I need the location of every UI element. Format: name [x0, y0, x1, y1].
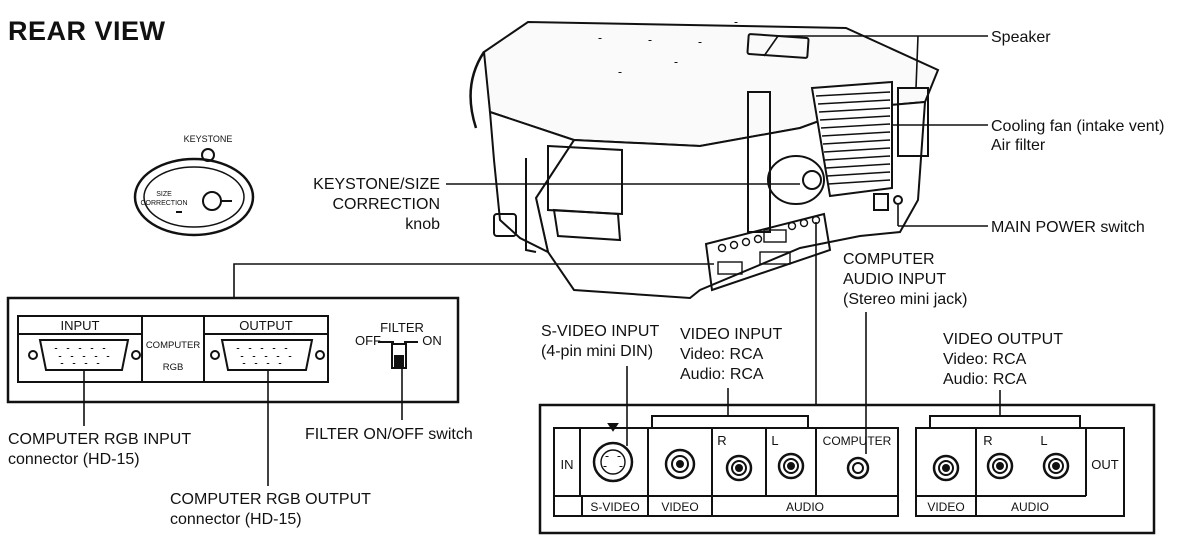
left-panel-box — [6, 296, 460, 404]
right-audio2-label: AUDIO — [1011, 500, 1049, 514]
video-input-line1: VIDEO INPUT — [680, 326, 783, 343]
computer-audio-line2: AUDIO INPUT — [843, 271, 947, 288]
right-svideo-label: S-VIDEO — [590, 500, 639, 514]
right-out-label: OUT — [1091, 457, 1119, 472]
right-l2-label: L — [1040, 433, 1047, 448]
video-output-line1: VIDEO OUTPUT — [943, 331, 1064, 348]
left-computer-line2: RGB — [163, 362, 184, 373]
left-computer-line1: COMPUTER — [146, 340, 201, 351]
speaker-label: Speaker — [991, 29, 1051, 46]
right-r2-label: R — [983, 433, 992, 448]
page-title: REAR VIEW — [8, 16, 166, 46]
right-video-label: VIDEO — [661, 500, 698, 514]
video-input-line2: Video: RCA — [680, 346, 764, 363]
panel-text: KEYSTONE SIZE CORRECTION INPUT COMPUTER … — [61, 134, 1119, 514]
main-power-label: MAIN POWER switch — [991, 219, 1145, 236]
right-r-label: R — [717, 433, 726, 448]
cooling-fan-label: Cooling fan (intake vent) — [991, 118, 1165, 135]
left-output-label: OUTPUT — [239, 318, 293, 333]
right-computer-label: COMPUTER — [823, 434, 892, 448]
right-l-label: L — [771, 433, 778, 448]
knob-top-label: KEYSTONE — [184, 134, 233, 144]
leader-lines — [83, 35, 1001, 486]
right-in-label: IN — [561, 457, 574, 472]
video-output-line2: Video: RCA — [943, 351, 1027, 368]
keystone-label-line3: knob — [405, 216, 440, 233]
keystone-closeup — [133, 148, 255, 237]
keystone-label-line1: KEYSTONE/SIZE — [313, 176, 440, 193]
svideo-input-line2: (4-pin mini DIN) — [541, 343, 654, 360]
rgb-input-line2: connector (HD-15) — [8, 451, 140, 468]
left-on-label: ON — [422, 333, 442, 348]
air-filter-label: Air filter — [991, 137, 1046, 154]
svideo-input-line1: S-VIDEO INPUT — [541, 323, 660, 340]
right-video2-label: VIDEO — [927, 500, 964, 514]
video-output-line3: Audio: RCA — [943, 371, 1027, 388]
left-input-label: INPUT — [61, 318, 100, 333]
filter-switch-label: FILTER ON/OFF switch — [305, 426, 473, 443]
rgb-output-line2: connector (HD-15) — [170, 511, 302, 528]
knob-inner-line1: SIZE — [156, 191, 172, 198]
right-panel-box — [538, 403, 1156, 535]
rgb-output-line1: COMPUTER RGB OUTPUT — [170, 491, 371, 508]
computer-audio-line1: COMPUTER — [843, 251, 935, 268]
rgb-input-line1: COMPUTER RGB INPUT — [8, 431, 192, 448]
right-audio-label: AUDIO — [786, 500, 824, 514]
left-off-label: OFF — [355, 333, 381, 348]
knob-inner-line2: CORRECTION — [140, 200, 187, 207]
video-input-line3: Audio: RCA — [680, 366, 764, 383]
computer-audio-line3: (Stereo mini jack) — [843, 291, 968, 308]
left-filter-label: FILTER — [380, 320, 424, 335]
keystone-label-line2: CORRECTION — [332, 196, 440, 213]
projector-body — [469, 20, 940, 300]
